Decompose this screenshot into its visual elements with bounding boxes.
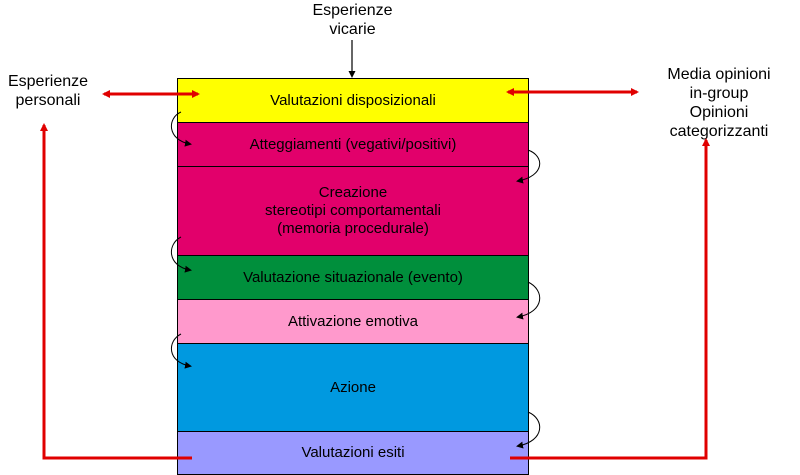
label-vicarie-line-1: Esperienze xyxy=(312,2,393,19)
label-media-opinioni: Media opinioni in-group Opinioni categor… xyxy=(640,65,798,141)
band-valutazioni-esiti: Valutazioni esiti xyxy=(177,431,529,475)
process-stack: Valutazioni disposizionali Atteggiamenti… xyxy=(177,78,529,475)
label-media-line-1: Media opinioni xyxy=(667,66,771,83)
band-text: Azione xyxy=(330,379,376,397)
band-text-line: Valutazioni disposizionali xyxy=(270,91,436,109)
label-media-line-2: in-group xyxy=(689,85,749,102)
band-text-line: Valutazione situazionale (evento) xyxy=(243,268,463,286)
arrow-esiti-to-media xyxy=(510,138,710,460)
band-text-line: stereotipi comportamentali xyxy=(265,202,441,219)
label-personali-line-2: personali xyxy=(15,92,81,109)
band-text: Creazione stereotipi comportamentali (me… xyxy=(265,184,441,238)
band-text: Atteggiamenti (vegativi/positivi) xyxy=(250,136,457,154)
band-valutazioni-disposizionali: Valutazioni disposizionali xyxy=(177,78,529,123)
band-attivazione-emotiva: Attivazione emotiva xyxy=(177,299,529,344)
band-text: Valutazioni esiti xyxy=(301,444,404,462)
band-text: Attivazione emotiva xyxy=(288,313,418,331)
label-esperienze-personali: Esperienze personali xyxy=(0,72,96,110)
label-esperienze-vicarie: Esperienze vicarie xyxy=(290,1,415,39)
label-personali-line-1: Esperienze xyxy=(7,73,89,90)
band-text: Valutazione situazionale (evento) xyxy=(243,269,463,287)
band-valutazione-situazionale: Valutazione situazionale (evento) xyxy=(177,255,529,300)
band-text-line: (memoria procedurale) xyxy=(277,220,429,237)
arrow-esiti-to-personali xyxy=(40,123,192,460)
band-text-line: Atteggiamenti (vegativi/positivi) xyxy=(249,135,457,153)
band-text-line: Attivazione emotiva xyxy=(287,312,419,330)
band-text-line: Azione xyxy=(330,378,376,396)
band-text-line: Creazione xyxy=(318,184,388,201)
band-azione: Azione xyxy=(177,343,529,432)
band-creazione-stereotipi: Creazione stereotipi comportamentali (me… xyxy=(177,166,529,256)
band-atteggiamenti: Atteggiamenti (vegativi/positivi) xyxy=(177,122,529,167)
label-vicarie-line-2: vicarie xyxy=(329,21,376,38)
band-text-line: Valutazioni esiti xyxy=(301,444,405,461)
band-text: Valutazioni disposizionali xyxy=(270,92,436,110)
label-media-line-3: Opinioni categorizzanti xyxy=(669,104,769,140)
